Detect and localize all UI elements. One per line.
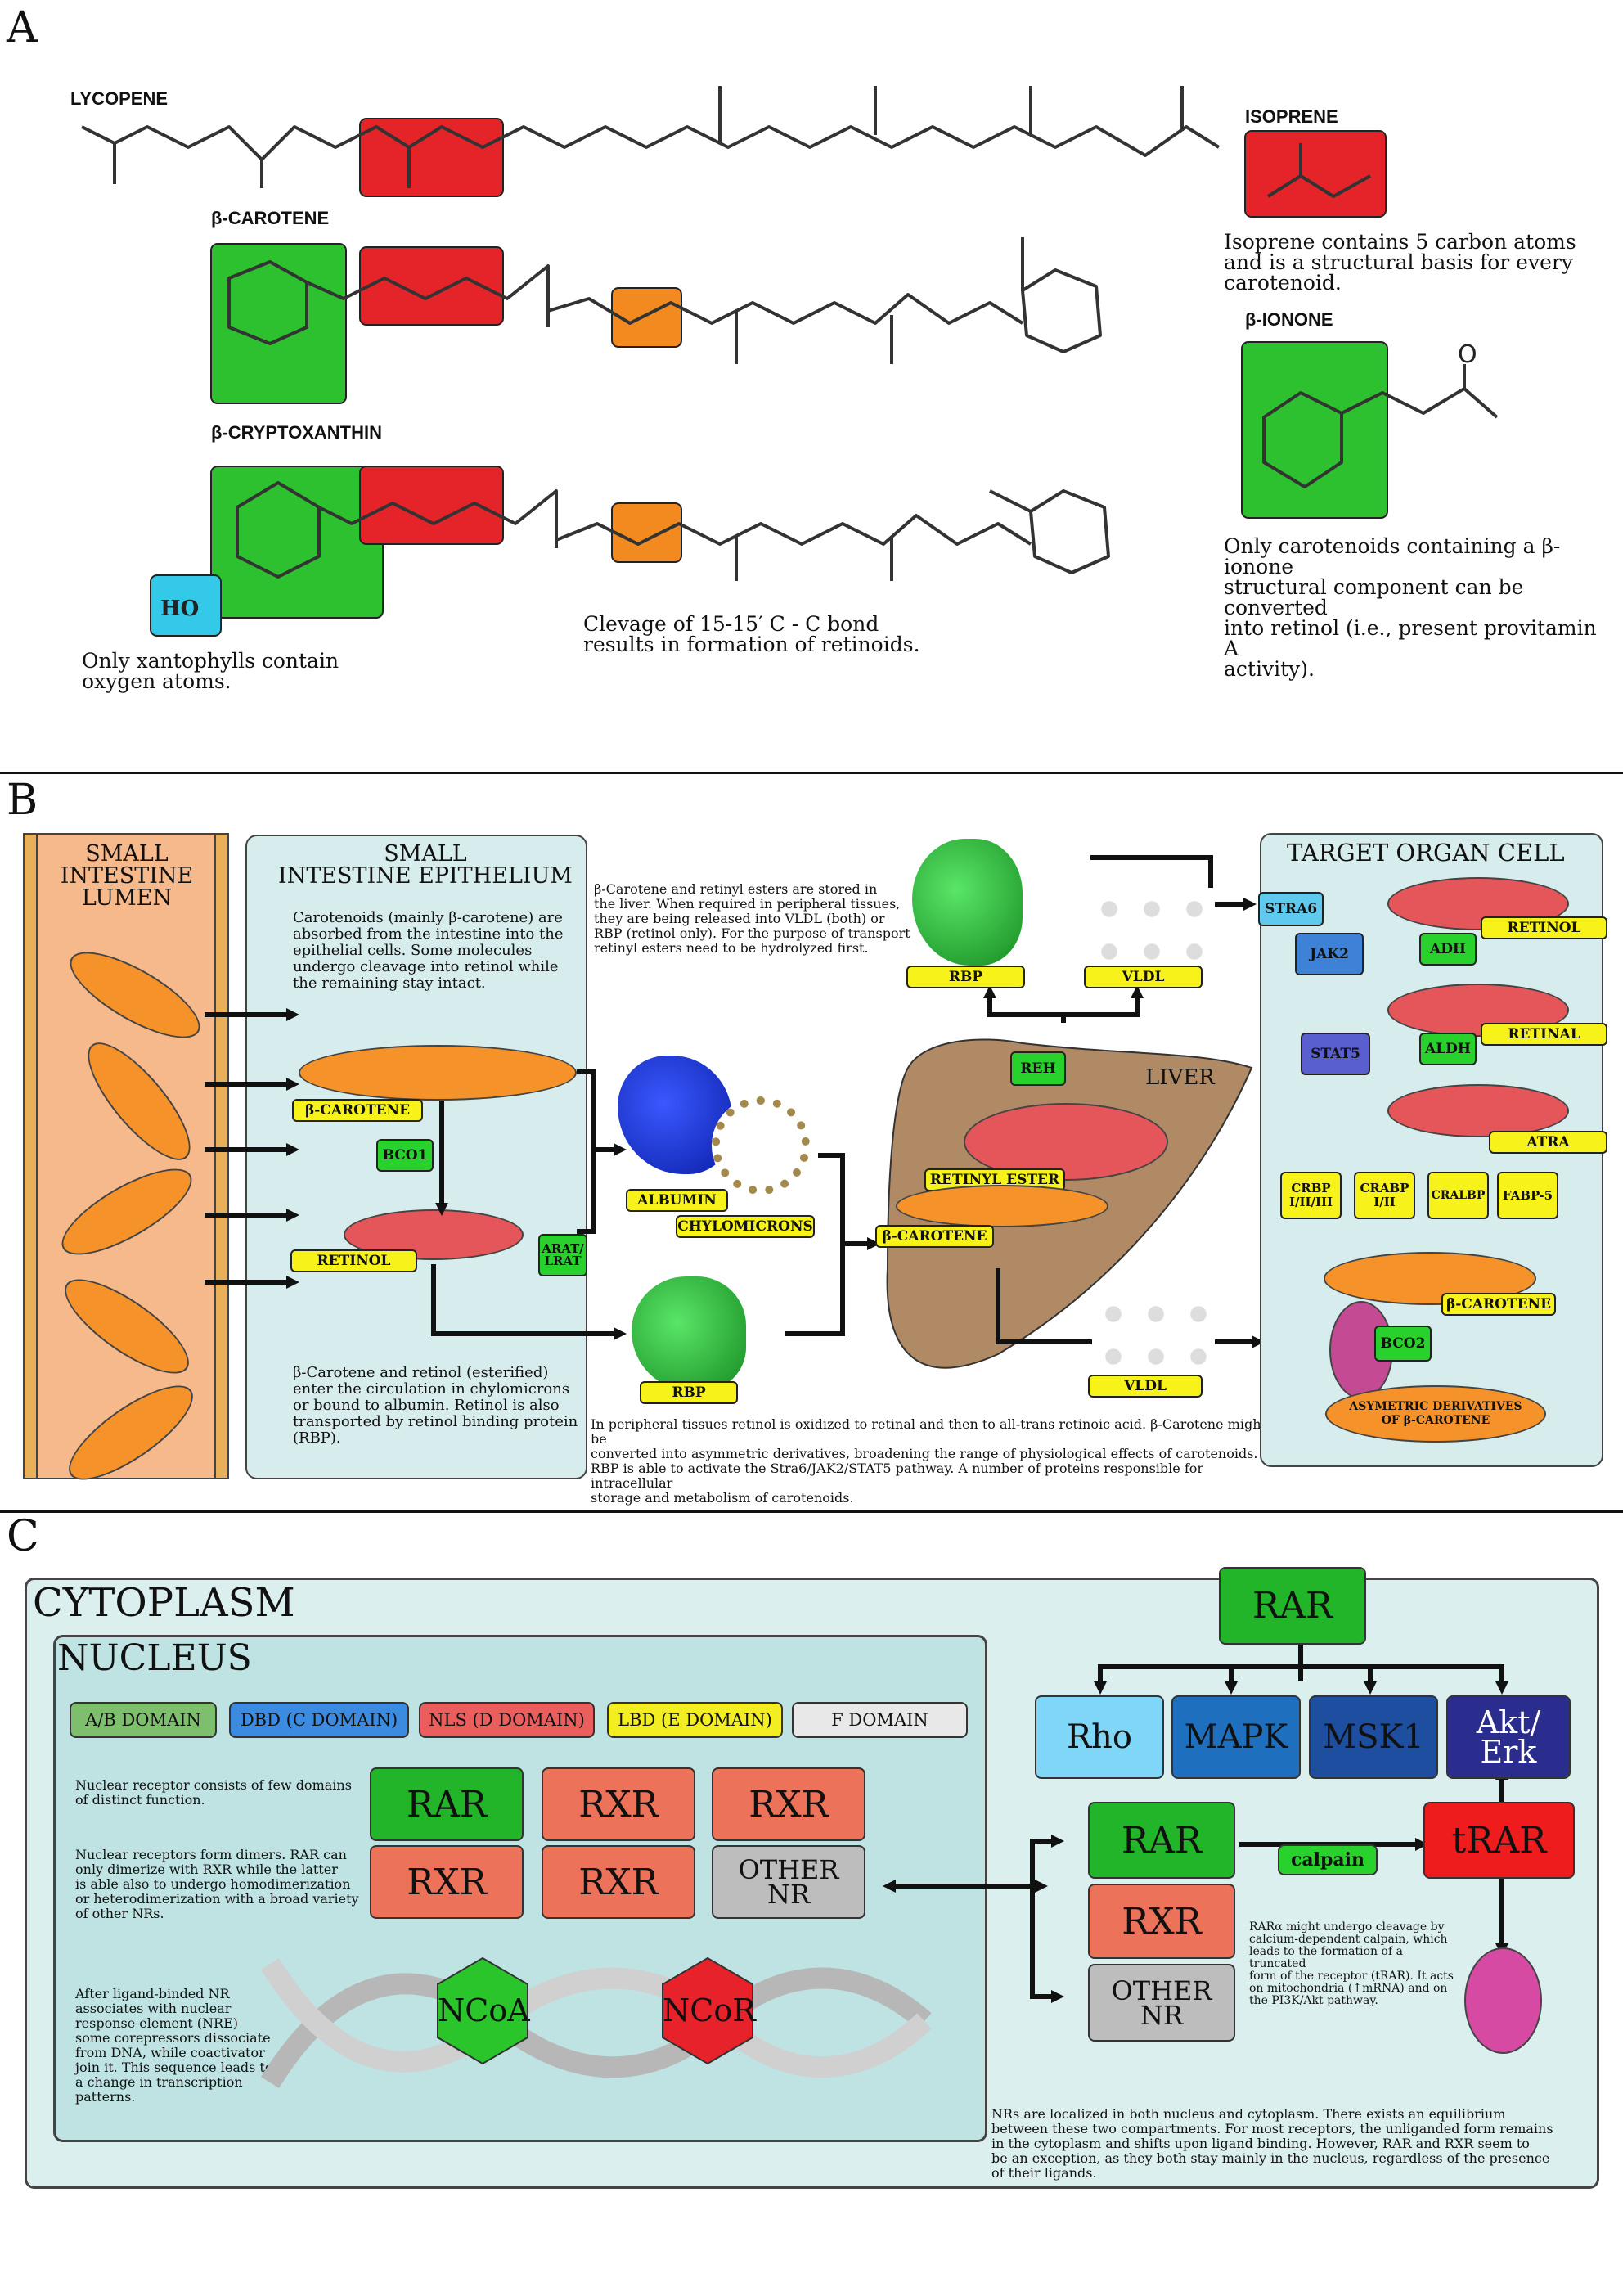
tag-arat-lrat: ARAT/ LRAT xyxy=(538,1234,587,1276)
dimer-rxr: RXR xyxy=(712,1767,865,1841)
liver-note: β-Carotene and retinyl esters are stored… xyxy=(594,881,910,956)
tag-vldl-bottom: VLDL xyxy=(1088,1375,1203,1398)
target-rho: Rho xyxy=(1035,1695,1164,1779)
ncoa-label: NCoA xyxy=(438,1992,530,2028)
tag-stra6: STRA6 xyxy=(1258,892,1324,926)
vldl-particles-bottom xyxy=(1092,1293,1215,1371)
beta-carotene-label: β-CAROTENE xyxy=(211,208,330,228)
stack-rxr: RXR xyxy=(1088,1884,1235,1959)
domain-nls: NLS (D DOMAIN) xyxy=(419,1702,595,1738)
tag-cralbp: CRALBP xyxy=(1427,1172,1489,1219)
isoprene-label: ISOPRENE xyxy=(1245,106,1338,127)
nucleus-label: NUCLEUS xyxy=(57,1637,252,1679)
divider-a-b xyxy=(0,772,1623,774)
dimer-rar: RAR xyxy=(370,1767,524,1841)
tag-vldl-top: VLDL xyxy=(1084,966,1203,988)
dimer-rxr: RXR xyxy=(542,1767,695,1841)
dimer-other-nr: OTHER NR xyxy=(712,1845,865,1919)
tag-target-beta-carotene: β-CAROTENE xyxy=(1441,1293,1556,1316)
chylomicron-particle xyxy=(712,1096,810,1195)
tag-rbp: RBP xyxy=(640,1381,738,1404)
tag-aldh: ALDH xyxy=(1419,1033,1477,1065)
target-akt-erk: Akt/ Erk xyxy=(1446,1695,1571,1779)
divider-b-c xyxy=(0,1510,1623,1513)
dimer-rxr: RXR xyxy=(370,1845,524,1919)
target-msk1: MSK1 xyxy=(1309,1695,1438,1779)
tag-liver-beta-carotene: β-CAROTENE xyxy=(875,1225,994,1248)
beta-cryptoxanthin-label: β-CRYPTOXANTHIN xyxy=(211,422,382,443)
tag-adh: ADH xyxy=(1419,933,1477,966)
panel-label-c: C xyxy=(7,1512,39,1561)
target-mapk: MAPK xyxy=(1171,1695,1301,1779)
tag-rbp-top: RBP xyxy=(906,966,1025,988)
domain-ab: A/B DOMAIN xyxy=(70,1702,217,1738)
retinyl-ester-molecule xyxy=(964,1103,1168,1181)
tag-target-retinol: RETINOL xyxy=(1481,916,1607,939)
tag-fabp5: FABP-5 xyxy=(1497,1172,1558,1219)
tag-bco2: BCO2 xyxy=(1374,1326,1432,1362)
tag-target-atra: ATRA xyxy=(1489,1131,1607,1154)
lumen-wall-left xyxy=(23,833,38,1479)
beta-carotene-molecule xyxy=(299,1045,577,1101)
tag-target-retinal: RETINAL xyxy=(1481,1023,1607,1046)
tag-reh: REH xyxy=(1010,1051,1066,1086)
cytoplasm-label: CYTOPLASM xyxy=(33,1580,295,1626)
liver-label: LIVER xyxy=(1145,1065,1215,1090)
target-cell-title: TARGET ORGAN CELL xyxy=(1287,839,1565,867)
rar-top-box: RAR xyxy=(1219,1567,1366,1645)
localization-note: NRs are localized in both nucleus and cy… xyxy=(991,2106,1553,2181)
tag-bco1: BCO1 xyxy=(376,1139,434,1172)
liver-beta-carotene-molecule xyxy=(896,1185,1108,1227)
nr-domains-note: Nuclear receptor consists of few domains… xyxy=(75,1777,352,1808)
asymmetric-derivatives xyxy=(1325,1385,1546,1443)
tag-asymmetric-derivatives: ASYMETRIC DERIVATIVES OF β-CAROTENE xyxy=(1349,1400,1522,1427)
panel-a-structures: O HO xyxy=(81,86,1499,637)
lycopene-label: LYCOPENE xyxy=(70,88,169,109)
tag-albumin: ALBUMIN xyxy=(626,1189,728,1212)
tag-retinol: RETINOL xyxy=(290,1249,417,1272)
domain-f: F DOMAIN xyxy=(792,1702,968,1738)
dimer-rxr: RXR xyxy=(542,1845,695,1919)
intestine-lumen xyxy=(23,833,229,1479)
stack-other-nr: OTHER NR xyxy=(1088,1964,1235,2042)
tag-beta-carotene: β-CAROTENE xyxy=(292,1099,423,1122)
rbp-protein-top xyxy=(912,839,1023,966)
trar-box: tRAR xyxy=(1423,1802,1575,1879)
tag-jak2: JAK2 xyxy=(1295,933,1364,975)
tag-crbp: CRBP I/II/III xyxy=(1280,1172,1342,1219)
rbp-protein xyxy=(632,1276,746,1391)
tag-chylomicrons: CHYLOMICRONS xyxy=(676,1215,815,1238)
lumen-wall-right xyxy=(214,833,229,1479)
circulation-note: β-Carotene and retinol (esterified)enter… xyxy=(293,1364,578,1447)
ionone-oxygen-atom: O xyxy=(1458,340,1477,369)
panel-label-a: A xyxy=(7,3,38,52)
domain-lbd: LBD (E DOMAIN) xyxy=(607,1702,783,1738)
vldl-particles-top xyxy=(1088,888,1215,966)
ho-group-label: HO xyxy=(160,597,199,621)
domain-dbd: DBD (C DOMAIN) xyxy=(229,1702,409,1738)
atra-molecule-target xyxy=(1387,1084,1569,1137)
tag-stat5: STAT5 xyxy=(1301,1033,1370,1075)
calpain-label: calpain xyxy=(1278,1844,1378,1875)
panel-label-b: B xyxy=(7,776,38,825)
tag-crabp: CRABP I/II xyxy=(1354,1172,1415,1219)
stack-rar: RAR xyxy=(1088,1802,1235,1879)
ncor-label: NCoR xyxy=(663,1992,756,2028)
beta-ionone-label: β-IONONE xyxy=(1245,309,1333,330)
peripheral-note: In peripheral tissues retinol is oxidize… xyxy=(591,1416,1266,1506)
mitochondrion-c xyxy=(1464,1947,1542,2054)
